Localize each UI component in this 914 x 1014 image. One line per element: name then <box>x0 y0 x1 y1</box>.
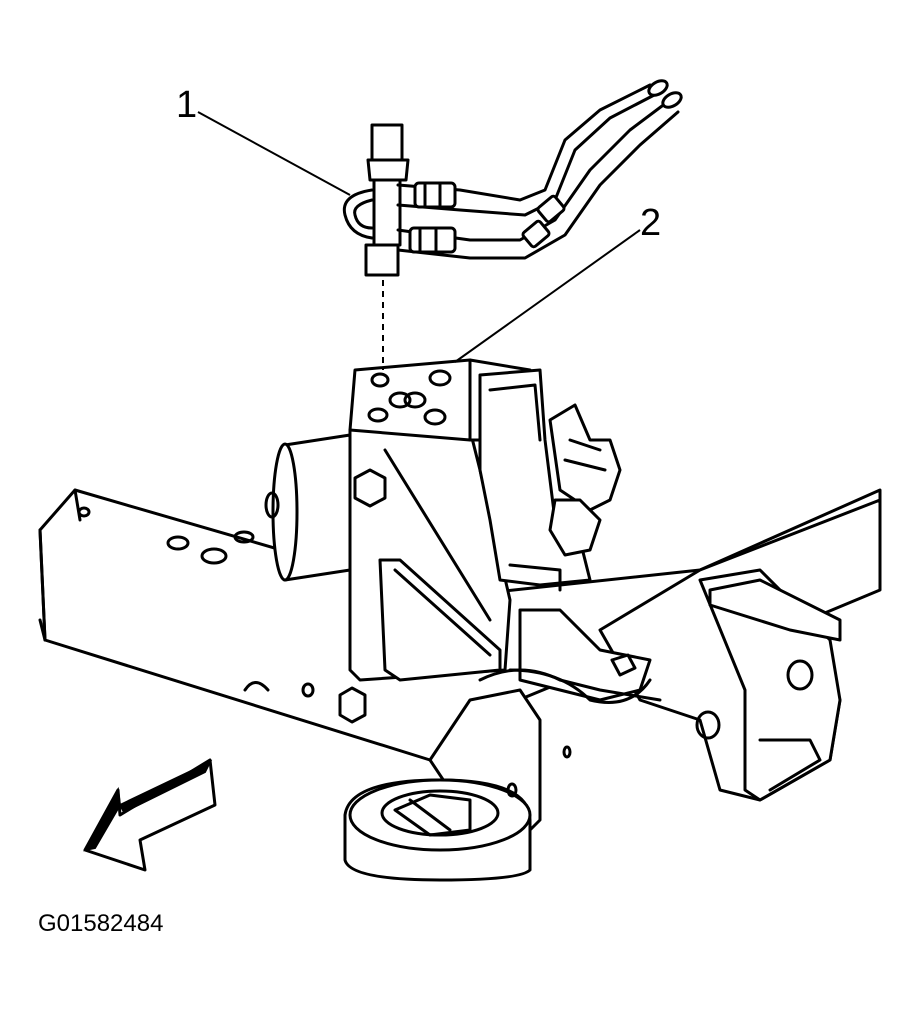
pump-motor <box>264 433 352 582</box>
leader-line-1 <box>197 111 351 196</box>
front-direction-arrow-icon <box>83 758 217 872</box>
mount-bracket <box>343 688 572 882</box>
frame-rail <box>598 498 882 802</box>
abs-modulator-body <box>338 358 652 724</box>
leader-line-2 <box>454 229 641 363</box>
figure-id-label: G01582484 <box>38 910 164 937</box>
callout-label-1: 1 <box>176 84 198 126</box>
brake-pipe-assembly <box>342 79 683 370</box>
callout-label-2: 2 <box>640 202 662 244</box>
